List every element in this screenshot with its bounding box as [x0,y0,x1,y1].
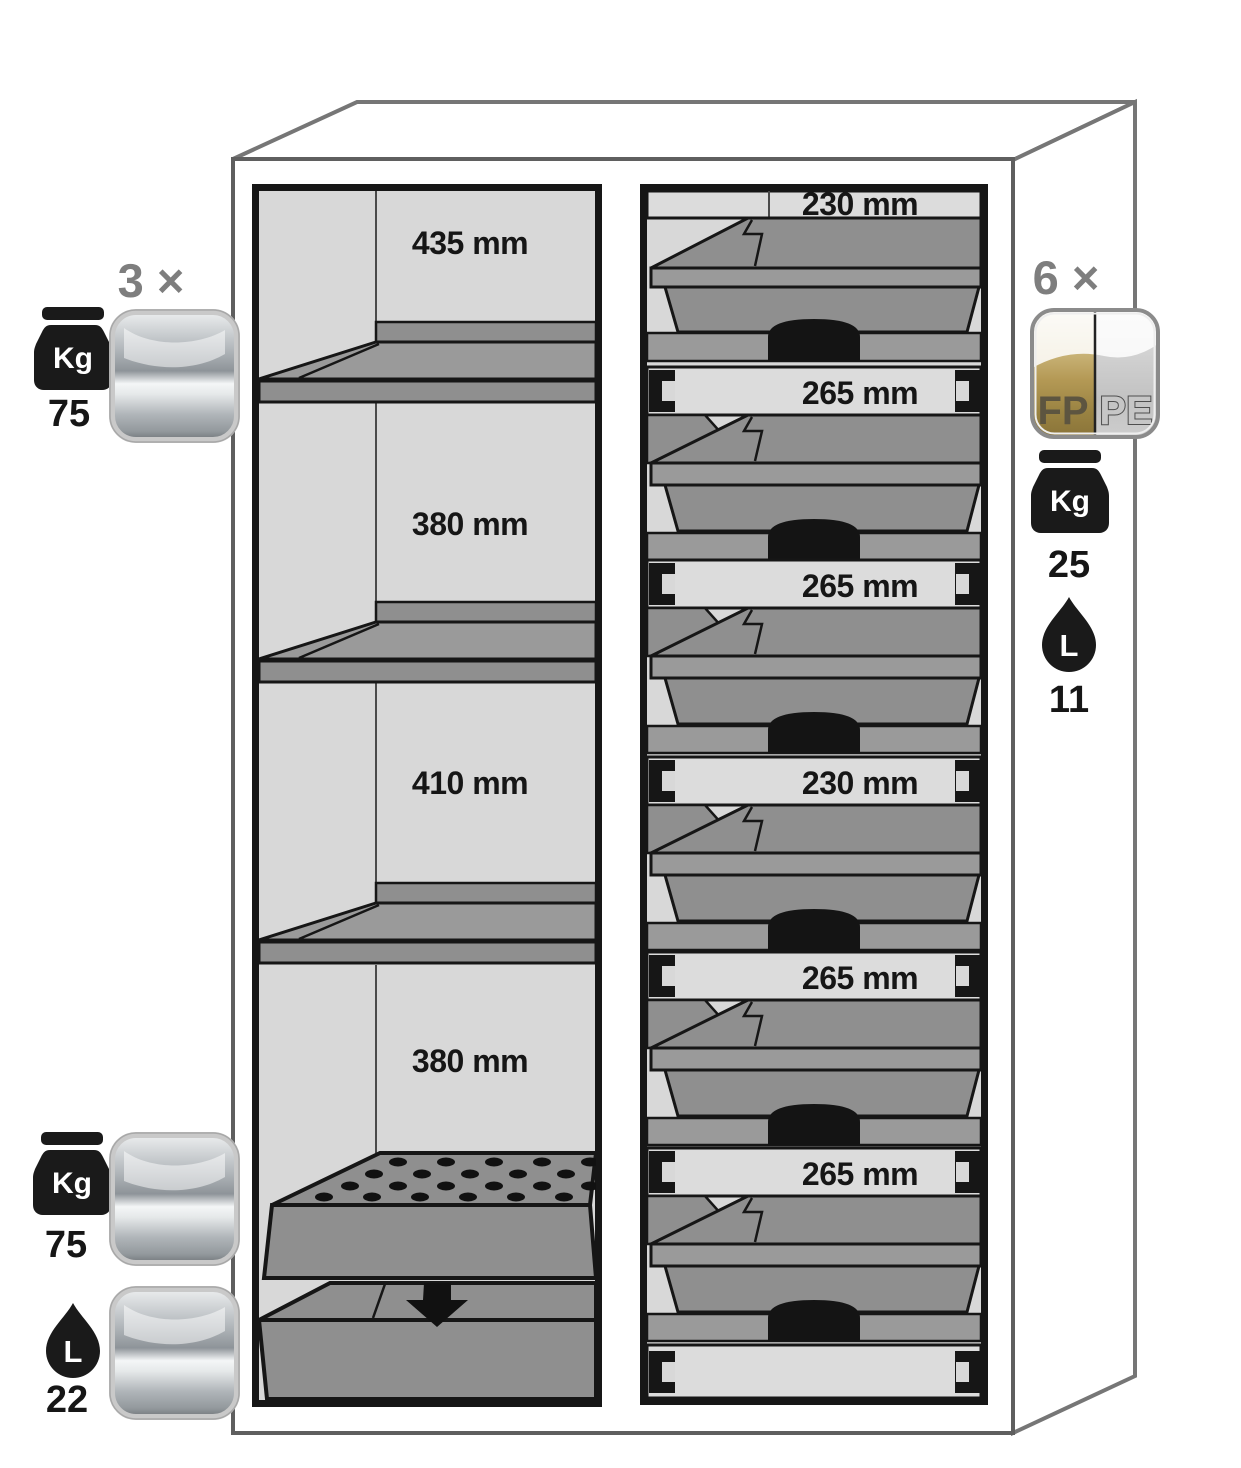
right-compartment-interior: 230 mm 265 mm 265 mm 230 mm 265 mm 265 mm [647,186,981,1398]
drawer-handle [768,909,860,950]
perforation-hole [437,1157,455,1167]
perforated-insert [261,1151,596,1280]
tray-unit: 230 mm [647,755,981,952]
perforation-hole [437,1181,455,1191]
multiplier-label: 6 × [1033,251,1100,304]
shelf [259,320,596,404]
weight-value: 75 [48,393,90,435]
shelf [259,600,596,684]
tray-height-label: 230 mm [802,186,918,222]
perforation-hole [533,1157,551,1167]
perforation-hole [315,1192,333,1202]
perforation-hole [341,1181,359,1191]
perforation-hole [509,1169,527,1179]
perforation-hole [485,1181,503,1191]
perforation-hole [413,1169,431,1179]
tray-unit: 265 mm [647,558,981,755]
section-height-label: 435 mm [412,225,528,261]
drain-arrow-icon [406,1283,468,1327]
tray-unit: 265 mm [647,365,981,562]
perforation-hole [459,1192,477,1202]
shelf [259,881,596,965]
perforation-hole [365,1169,383,1179]
perforation-hole [555,1192,573,1202]
stainless-steel-icon [110,310,239,442]
fp-pe-material-icon: FP PE [1030,308,1160,439]
perforation-hole [363,1192,381,1202]
drawer-handle [768,1300,860,1341]
perforation-hole [389,1157,407,1167]
weight-value: 25 [1048,544,1090,586]
volume-value: 22 [46,1379,88,1421]
section-height-label: 410 mm [412,765,528,801]
tray-unit: 265 mm [647,950,981,1147]
perforation-hole [485,1157,503,1167]
material-label-fp: FP [1037,389,1088,433]
weight-icon [33,1132,111,1215]
cabinet-top-face [232,100,1136,163]
perforation-hole [581,1181,596,1191]
perforation-hole [507,1192,525,1202]
perforation-hole [411,1192,429,1202]
perforation-hole [461,1169,479,1179]
weight-icon [34,307,112,390]
weight-value: 75 [45,1224,87,1266]
drawer-handle [768,519,860,560]
drawer-handle [768,1104,860,1145]
stainless-steel-icon [110,1287,239,1419]
tray-height-label: 265 mm [802,1156,918,1192]
section-height-label: 380 mm [412,1043,528,1079]
liter-drop-icon [46,1303,100,1378]
perforation-hole [557,1169,575,1179]
tray-height-label: 265 mm [802,568,918,604]
material-label-pe: PE [1099,389,1152,433]
weight-icon [1031,450,1109,533]
tray-height-label: 265 mm [802,375,918,411]
tray-rail-band [647,1343,981,1398]
left-compartment-interior: 435 mm 380 mm 410 mm 380 mm [259,191,596,1400]
stainless-steel-icon [110,1133,239,1265]
section-height-label: 380 mm [412,506,528,542]
tray-unit: 230 mm [647,186,981,363]
tray-unit: 265 mm [647,1146,981,1343]
perforation-hole [389,1181,407,1191]
perforation-hole [533,1181,551,1191]
drawer-handle [768,319,860,361]
perforation-hole [581,1157,596,1167]
tray-height-label: 265 mm [802,960,918,996]
tray-height-label: 230 mm [802,765,918,801]
volume-value: 11 [1049,679,1089,721]
multiplier-label: 3 × [118,254,185,307]
drawer-handle [768,712,860,753]
